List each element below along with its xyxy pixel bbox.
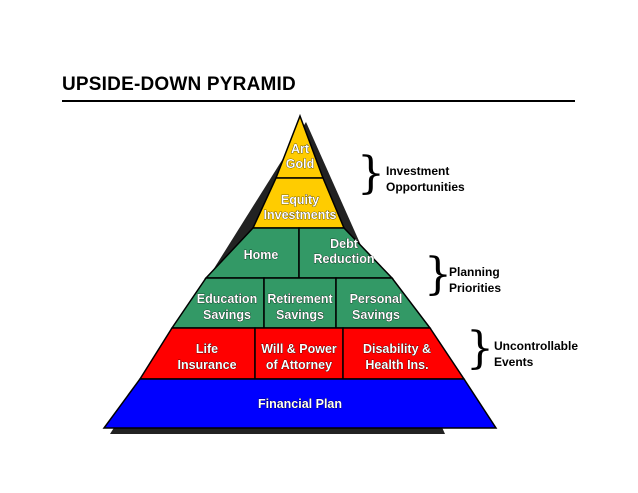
label-education: Education (197, 292, 257, 306)
group-uncontrollable: Uncontrollable Events (494, 338, 578, 370)
label-home: Home (244, 248, 279, 262)
group-investment-line1: Investment (386, 164, 450, 178)
page-title: UPSIDE-DOWN PYRAMID (62, 74, 296, 95)
brace-investment-icon: } (357, 148, 385, 199)
label-life: Life (196, 342, 218, 356)
label-debt: Debt (330, 237, 359, 251)
label-gold: Gold (286, 157, 314, 171)
group-planning: Planning Priorities (449, 264, 501, 296)
brace-uncontrollable-icon: } (466, 323, 494, 374)
label-attorney: of Attorney (266, 358, 332, 372)
brace-planning-icon: } (424, 249, 452, 300)
label-retirement-savings: Savings (276, 308, 324, 322)
group-uncontrollable-line2: Events (494, 355, 534, 369)
label-will-power: Will & Power (261, 342, 337, 356)
label-insurance: Insurance (177, 358, 236, 372)
label-personal-savings: Savings (352, 308, 400, 322)
label-art: Art (291, 142, 310, 156)
group-investment: Investment Opportunities (386, 163, 465, 195)
label-disability: Disability & (363, 342, 431, 356)
label-investments: Investments (264, 208, 337, 222)
group-investment-line2: Opportunities (386, 180, 465, 194)
label-health-ins: Health Ins. (365, 358, 428, 372)
group-uncontrollable-line1: Uncontrollable (494, 339, 579, 353)
label-retirement: Retirement (267, 292, 333, 306)
label-reduction: Reduction (313, 252, 374, 266)
label-equity: Equity (281, 193, 319, 207)
title-underline (62, 100, 575, 102)
label-financial-plan: Financial Plan (258, 397, 342, 411)
label-education-savings: Savings (203, 308, 251, 322)
label-personal: Personal (350, 292, 403, 306)
group-planning-line2: Priorities (449, 281, 502, 295)
tier-will-power (254, 327, 344, 380)
group-planning-line1: Planning (449, 265, 500, 279)
tier-financial-plan (102, 378, 498, 429)
